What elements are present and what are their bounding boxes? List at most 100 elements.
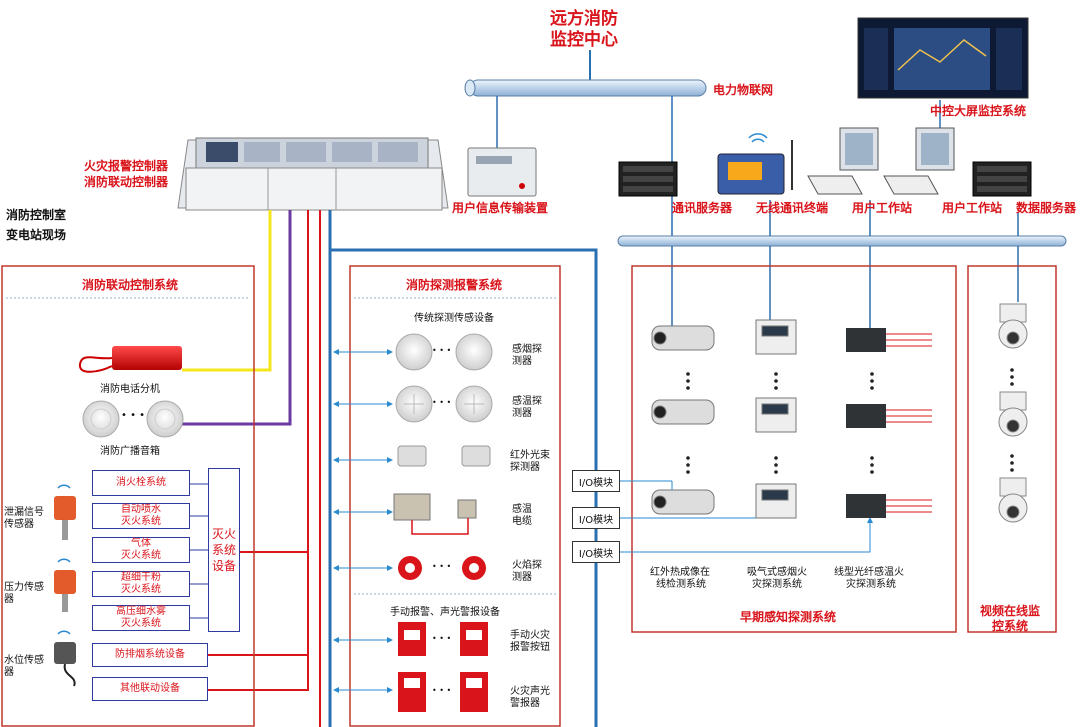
power-iot-pipe xyxy=(469,79,707,97)
fire-phone-icon xyxy=(78,346,182,373)
fiber-detectors xyxy=(846,328,932,518)
other-linkage-label: 其他联动设备 xyxy=(120,683,180,694)
sounder-label-2: 警报器 xyxy=(510,698,540,709)
sprinkler-l2: 灭火系统 xyxy=(121,516,161,527)
beam-label-1: 红外光束 xyxy=(510,450,550,461)
big-screen-label: 中控大屏监控系统 xyxy=(930,104,1027,118)
fire-controller-console xyxy=(177,137,449,211)
water-level-sensor-icon xyxy=(54,630,76,687)
purple-line xyxy=(182,210,292,426)
workstation-2-icon xyxy=(883,127,955,195)
wireless-terminal-icon xyxy=(717,133,793,195)
det-ellipsis-2: • • • xyxy=(432,398,452,407)
extinguish-l1: 灭火 xyxy=(211,527,236,541)
thermal-cameras xyxy=(651,325,715,515)
powder-system-box: 超细干粉灭火系统 xyxy=(92,571,190,597)
extinguish-l2: 系统 xyxy=(211,543,236,557)
flame-label-1: 火焰探 xyxy=(512,560,542,571)
data-server-icon xyxy=(972,161,1032,197)
center-title-2: 监控中心 xyxy=(550,30,618,50)
speaker-icons xyxy=(82,400,184,438)
detection-box xyxy=(349,265,561,727)
detection-arrows xyxy=(333,349,393,693)
red-trunk-3 xyxy=(208,655,309,691)
leak-sensor-label-1: 泄漏信号 xyxy=(4,507,44,518)
fire-controller-label-2: 消防联动控制器 xyxy=(84,175,169,189)
sounder-label-1: 火灾声光 xyxy=(510,686,550,697)
early-box xyxy=(631,265,957,633)
workstation-1-icon xyxy=(807,127,879,195)
smoke-exhaust-box: 防排烟系统设备 xyxy=(92,643,208,667)
smoke-label-1: 感烟探 xyxy=(512,344,542,355)
beam-label-2: 探测器 xyxy=(510,462,540,473)
io-module-2: I/O模块 xyxy=(572,507,620,529)
speaker-label: 消防广播音箱 xyxy=(100,446,160,457)
watermist-system-box: 高压细水雾灭火系统 xyxy=(92,605,190,631)
user-info-device-label: 用户信息传输装置 xyxy=(452,201,549,215)
power-iot-pipe-end xyxy=(464,79,476,97)
watermist-l1: 高压细水雾 xyxy=(116,606,166,617)
watermist-l2: 灭火系统 xyxy=(121,618,161,629)
water-sensor-label-1: 水位传感 xyxy=(4,655,44,666)
detection-sub2: 手动报警、声光警报设备 xyxy=(390,607,500,618)
yellow-line xyxy=(182,210,272,372)
io-module-3: I/O模块 xyxy=(572,541,620,563)
manual-label-1: 手动火灾 xyxy=(510,630,550,641)
det-ellipsis-5: • • • xyxy=(432,686,452,695)
extinguish-l3: 设备 xyxy=(211,559,236,573)
speaker-ellipsis: • • • xyxy=(121,410,146,421)
aspirating-caption-1: 吸气式感烟火 xyxy=(747,567,807,578)
aspirating-caption-2: 灾探测系统 xyxy=(752,579,802,590)
sprinkler-system-box: 自动喷水灭火系统 xyxy=(92,503,190,529)
heat-label-1: 感温探 xyxy=(512,396,542,407)
smoke-label-2: 测器 xyxy=(512,356,532,367)
leak-sensor-icon xyxy=(54,484,76,540)
linkage-connectors xyxy=(190,483,208,619)
dome-cameras xyxy=(998,303,1028,523)
pressure-sensor-icon xyxy=(54,558,76,612)
other-linkage-box: 其他联动设备 xyxy=(92,677,208,701)
data-server-label: 数据服务器 xyxy=(1016,201,1077,215)
power-iot-label: 电力物联网 xyxy=(713,83,774,97)
site-label-2: 变电站现场 xyxy=(6,228,67,242)
workstation-2-label: 用户工作站 xyxy=(942,201,1003,215)
water-sensor-label-2: 器 xyxy=(4,667,14,678)
video-title-2: 控系统 xyxy=(992,619,1029,633)
gas-l2: 灭火系统 xyxy=(121,550,161,561)
thermal-caption-1: 红外热成像在 xyxy=(650,567,710,578)
pressure-sensor-label-2: 器 xyxy=(4,594,14,605)
fire-controller-label-1: 火灾报警控制器 xyxy=(84,159,169,173)
gas-system-box: 气体灭火系统 xyxy=(92,537,190,563)
pressure-sensor-label-1: 压力传感 xyxy=(4,582,44,593)
cable-label-1: 感温 xyxy=(512,504,532,515)
lower-network-pipe xyxy=(617,235,1067,247)
powder-l2: 灭火系统 xyxy=(121,584,161,595)
video-box xyxy=(967,265,1057,633)
comm-server-icon xyxy=(618,161,678,197)
leak-sensor-label-2: 传感器 xyxy=(4,519,34,530)
extinguish-equipment-box: 灭火系统设备 xyxy=(208,468,240,632)
site-label-1: 消防控制室 xyxy=(6,208,67,222)
smoke-detector-icons xyxy=(395,333,493,371)
flame-label-2: 测器 xyxy=(512,572,532,583)
early-title: 早期感知探测系统 xyxy=(740,610,837,624)
sprinkler-l1: 自动喷水 xyxy=(121,504,161,515)
det-ellipsis-3: • • • xyxy=(432,562,452,571)
powder-l1: 超细干粉 xyxy=(121,572,161,583)
gas-l1: 气体 xyxy=(131,538,151,549)
video-title-1: 视频在线监 xyxy=(980,604,1041,618)
wireless-terminal-label: 无线通讯终端 xyxy=(756,201,829,215)
heat-cable-icons xyxy=(393,493,477,535)
blue-trunk-branch xyxy=(330,248,598,727)
comm-server-label: 通讯服务器 xyxy=(672,201,733,215)
thermal-caption-2: 线检测系统 xyxy=(656,579,706,590)
center-title-1: 远方消防 xyxy=(550,9,618,29)
det-ellipsis-4: • • • xyxy=(432,634,452,643)
fiber-caption-1: 线型光纤感温火 xyxy=(834,567,904,578)
linkage-box xyxy=(1,265,255,727)
user-info-device-icon xyxy=(467,147,537,197)
detection-sub1: 传统探测传感设备 xyxy=(414,313,494,324)
smoke-exhaust-label: 防排烟系统设备 xyxy=(115,649,185,660)
